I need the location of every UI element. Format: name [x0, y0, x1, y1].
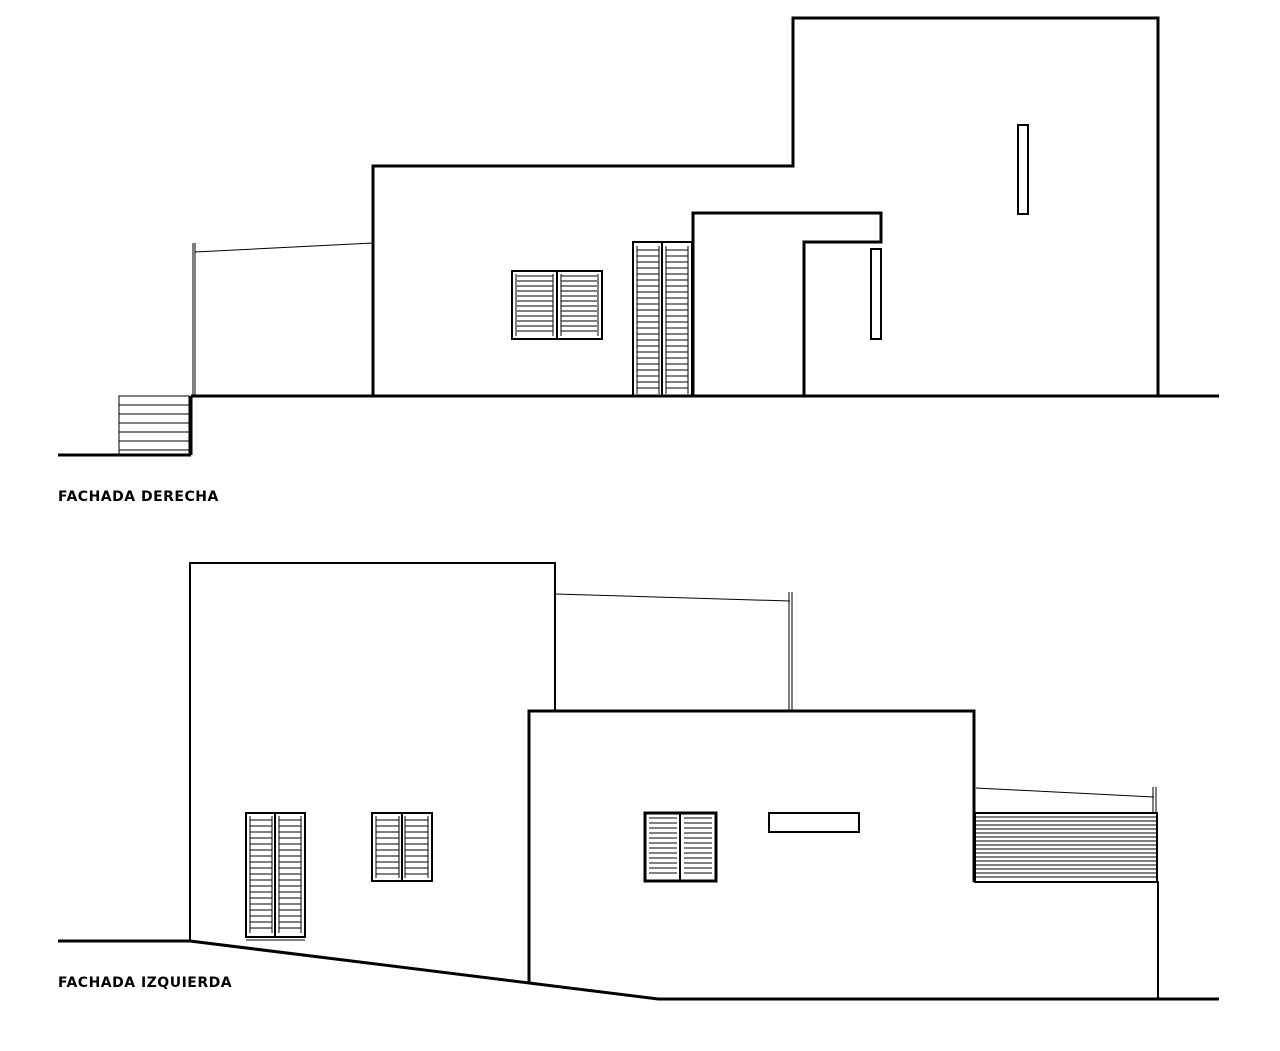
annex-outline [974, 881, 1159, 999]
front-block-outline [527, 709, 976, 983]
annex-railing-line [975, 787, 1155, 798]
right-facade-elevation: FACHADA DERECHA [58, 16, 1219, 505]
exterior-stair [118, 395, 190, 456]
porch-canopy [691, 211, 883, 396]
left-facade-elevation: FACHADA IZQUIERDA [58, 562, 1219, 1001]
slit-window-porch [870, 248, 882, 340]
roof-railing-post [788, 592, 793, 711]
railing-post [192, 243, 196, 396]
shuttered-window [511, 270, 603, 340]
annex-louvers [974, 812, 1158, 883]
annex-railing-post [1152, 787, 1157, 813]
shuttered-door-left [245, 812, 306, 941]
slit-window-upper [1017, 124, 1029, 215]
left-facade-label: FACHADA IZQUIERDA [58, 975, 232, 991]
shuttered-window-front [643, 811, 718, 883]
building-outline [371, 16, 1160, 396]
right-facade-label: FACHADA DERECHA [58, 489, 219, 505]
railing-line [194, 242, 374, 253]
shuttered-door [632, 241, 693, 397]
shuttered-window-rear [371, 812, 433, 882]
ground-slope [189, 939, 1219, 1001]
roof-railing-line [554, 593, 791, 602]
rear-block-outline [189, 562, 556, 941]
horizontal-slit-window [768, 812, 860, 833]
